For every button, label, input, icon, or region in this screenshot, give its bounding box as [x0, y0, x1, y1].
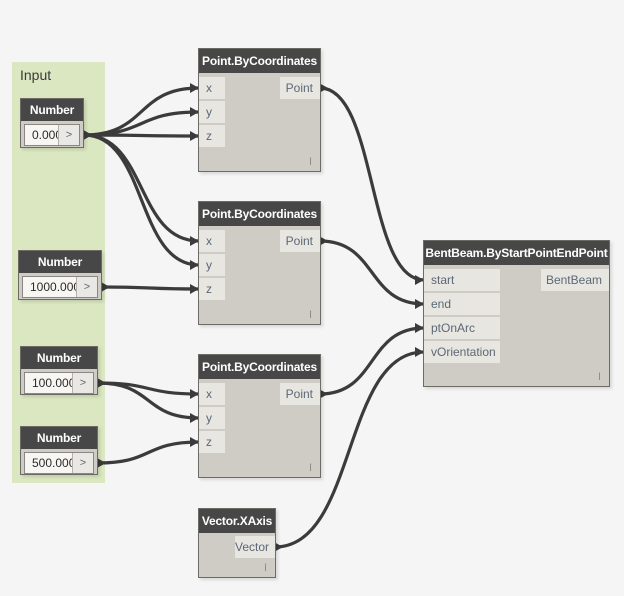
node-number-500-title: Number [21, 427, 97, 449]
number-0-stepper-button[interactable]: > [58, 125, 79, 145]
number-100-stepper-button[interactable]: > [72, 373, 93, 393]
node-number-0-title: Number [21, 99, 83, 121]
vector-output-vector[interactable]: Vector [235, 536, 275, 558]
node-point-bycoordinates-2[interactable]: Point.ByCoordinates x y z Point I [198, 201, 321, 325]
number-100-row: 100.000 > [24, 372, 94, 394]
node-bentbeam-bystartpointendpoint[interactable]: BentBeam.ByStartPointEndPoint start end … [423, 240, 610, 387]
node-vector-xaxis[interactable]: Vector.XAxis Vector I [198, 508, 276, 578]
node-number-1000[interactable]: Number 1000.000 > [18, 250, 102, 300]
number-500-value-input[interactable]: 500.000 [32, 456, 72, 470]
wire[interactable] [96, 381, 201, 396]
number-100-value-input[interactable]: 100.000 [32, 376, 72, 390]
node-bentbeam-title: BentBeam.ByStartPointEndPoint [424, 241, 609, 265]
number-500-stepper-button[interactable]: > [72, 453, 93, 473]
point-2-lacing-indicator: I [308, 309, 312, 321]
node-point-bycoordinates-1[interactable]: Point.ByCoordinates x y z Point I [198, 48, 321, 172]
wire[interactable] [318, 239, 426, 306]
number-1000-value-input[interactable]: 1000.000 [30, 280, 76, 294]
point-1-input-z[interactable]: z [199, 125, 225, 147]
point-1-input-y[interactable]: y [199, 101, 225, 123]
point-1-lacing-indicator: I [308, 156, 312, 168]
bentbeam-input-start[interactable]: start [424, 269, 500, 291]
number-0-value-input[interactable]: 0.000 [32, 128, 58, 142]
node-number-100-title: Number [21, 347, 97, 369]
wire[interactable] [100, 285, 201, 291]
point-3-lacing-indicator: I [308, 462, 312, 474]
wire[interactable] [96, 381, 201, 420]
node-point-bycoordinates-3[interactable]: Point.ByCoordinates x y z Point I [198, 354, 321, 478]
node-point-3-title: Point.ByCoordinates [199, 355, 320, 379]
group-input-label: Input [20, 67, 52, 83]
point-2-input-x[interactable]: x [199, 230, 225, 252]
node-number-100[interactable]: Number 100.000 > [20, 346, 98, 395]
point-3-input-z[interactable]: z [199, 431, 225, 453]
point-2-output-point[interactable]: Point [280, 230, 320, 252]
node-point-1-title: Point.ByCoordinates [199, 49, 320, 73]
number-500-row: 500.000 > [24, 452, 94, 474]
number-1000-stepper-button[interactable]: > [76, 277, 97, 297]
point-1-input-x[interactable]: x [199, 77, 225, 99]
node-vector-title: Vector.XAxis [199, 509, 275, 533]
vector-lacing-indicator: I [263, 562, 267, 574]
number-0-row: 0.000 > [24, 124, 80, 146]
number-1000-row: 1000.000 > [22, 276, 98, 298]
node-point-2-title: Point.ByCoordinates [199, 202, 320, 226]
wire[interactable] [318, 326, 426, 396]
node-number-0[interactable]: Number 0.000 > [20, 98, 84, 148]
bentbeam-lacing-indicator: I [597, 371, 601, 383]
bentbeam-input-ptonarc[interactable]: ptOnArc [424, 317, 500, 339]
node-number-500[interactable]: Number 500.000 > [20, 426, 98, 475]
wire[interactable] [96, 440, 201, 465]
node-number-1000-title: Number [19, 251, 101, 273]
bentbeam-output-bentbeam[interactable]: BentBeam [541, 269, 609, 291]
point-2-input-z[interactable]: z [199, 278, 225, 300]
point-3-input-y[interactable]: y [199, 407, 225, 429]
point-3-input-x[interactable]: x [199, 383, 225, 405]
wire[interactable] [318, 86, 426, 282]
point-3-output-point[interactable]: Point [280, 383, 320, 405]
point-2-input-y[interactable]: y [199, 254, 225, 276]
point-1-output-point[interactable]: Point [280, 77, 320, 99]
bentbeam-input-vorientation[interactable]: vOrientation [424, 341, 500, 363]
bentbeam-input-end[interactable]: end [424, 293, 500, 315]
